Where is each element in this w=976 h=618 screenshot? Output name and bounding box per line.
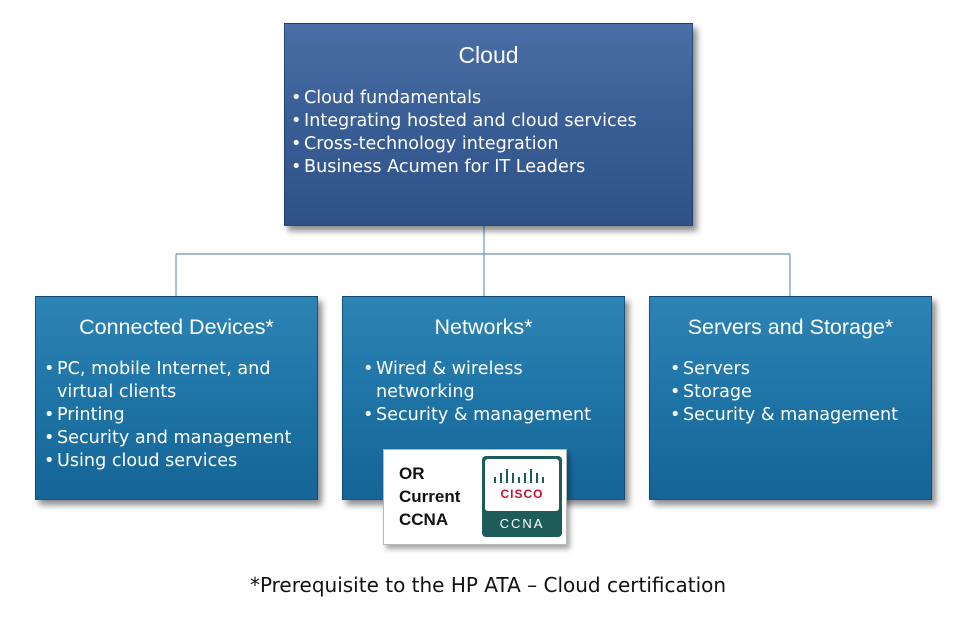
prerequisite-footnote: *Prerequisite to the HP ATA – Cloud cert…: [249, 573, 727, 597]
cisco-ccna-logo: CISCO CCNA: [482, 456, 562, 537]
list-item: Security & management: [670, 404, 931, 427]
list-item: Storage: [670, 381, 931, 404]
servers-storage-list: Servers Storage Security & management: [670, 358, 931, 427]
ccna-wordmark: CCNA: [499, 516, 545, 531]
list-item: Wired & wireless networking: [363, 358, 624, 404]
list-item: Integrating hosted and cloud services: [291, 110, 692, 133]
networks-list: Wired & wireless networking Security & m…: [363, 358, 624, 427]
networks-box: Networks* Wired & wireless networking Se…: [342, 296, 625, 500]
ccna-callout: OR Current CCNA CISCO CCNA: [383, 449, 567, 545]
cloud-box: Cloud Cloud fundamentals Integrating hos…: [284, 23, 693, 226]
list-item: PC, mobile Internet, and virtual clients: [44, 358, 317, 404]
connected-devices-list: PC, mobile Internet, and virtual clients…: [44, 358, 317, 473]
ccna-callout-line: OR: [399, 464, 425, 483]
cloud-topic-list: Cloud fundamentals Integrating hosted an…: [291, 87, 692, 179]
ccna-callout-text: OR Current CCNA: [399, 462, 479, 531]
list-item: Cloud fundamentals: [291, 87, 692, 110]
cisco-wordmark: CISCO: [500, 487, 544, 501]
networks-title: Networks*: [434, 315, 533, 339]
connected-devices-title: Connected Devices*: [79, 315, 274, 339]
list-item: Servers: [670, 358, 931, 381]
ccna-callout-line: Current: [399, 487, 461, 506]
ccna-callout-line: CCNA: [399, 510, 449, 529]
list-item: Printing: [44, 404, 317, 427]
connected-devices-box: Connected Devices* PC, mobile Internet, …: [35, 296, 318, 500]
list-item: Business Acumen for IT Leaders: [291, 156, 692, 179]
cisco-logo: CISCO: [485, 459, 559, 511]
list-item: Using cloud services: [44, 450, 317, 473]
list-item: Security & management: [363, 404, 624, 427]
list-item: Security and management: [44, 427, 317, 450]
servers-storage-box: Servers and Storage* Servers Storage Sec…: [649, 296, 932, 500]
servers-storage-title: Servers and Storage*: [687, 315, 894, 339]
list-item: Cross-technology integration: [291, 133, 692, 156]
cloud-title: Cloud: [458, 42, 519, 68]
cisco-bridge-icon: [494, 469, 544, 483]
